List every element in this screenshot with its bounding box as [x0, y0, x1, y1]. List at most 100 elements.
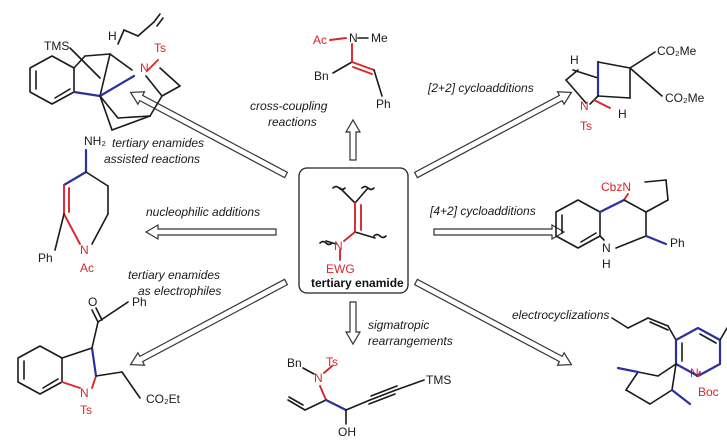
bond [149, 95, 163, 117]
bond [645, 199, 669, 213]
bond [161, 85, 181, 97]
atom-nh2: NH₂ [84, 134, 106, 148]
label-electrocyclizations: electrocyclizations [512, 308, 609, 322]
arrow-assisted [129, 91, 289, 179]
atom-tms: TMS [44, 39, 69, 53]
bond [623, 199, 647, 213]
bond [324, 398, 348, 412]
product-nucleophilic: NH₂ Ph N Ac [38, 134, 109, 275]
atom-h: H [618, 107, 627, 121]
label-nucleophilic: nucleophilic additions [146, 205, 260, 219]
bond [42, 378, 59, 389]
bond [98, 74, 136, 98]
center-c-n-bond [343, 231, 356, 242]
bond [598, 198, 626, 214]
bond [91, 321, 99, 349]
bond [351, 61, 375, 71]
bond [647, 317, 669, 327]
bond [287, 399, 306, 411]
bond [649, 389, 673, 405]
atom-h: H [570, 53, 579, 67]
bond [109, 53, 133, 71]
bond [85, 171, 109, 187]
label-sigmatropic-1: sigmatropic [368, 318, 429, 332]
atom-h: H [602, 257, 611, 271]
bond [329, 37, 347, 41]
atom-n: N [314, 371, 323, 385]
reaction-arrows [129, 91, 573, 366]
atom-o: O [88, 295, 97, 309]
bond [304, 399, 327, 411]
bond [616, 366, 640, 374]
bond [597, 95, 631, 99]
bond [91, 309, 99, 323]
label-assisted-1: tertiary enamides [112, 136, 204, 150]
atom-n: N [80, 243, 89, 257]
center-box: N EWG tertiary enamide [298, 167, 409, 294]
bond [153, 13, 161, 23]
bond [671, 363, 677, 391]
bond [697, 371, 701, 377]
center-n-atom: N [334, 239, 343, 253]
bond [159, 67, 181, 87]
bond [593, 99, 611, 109]
atom-tms: TMS [426, 373, 451, 387]
label-cycloaddition-4-2: [4+2] cycloadditions [429, 204, 536, 218]
atom-n: N [580, 99, 589, 113]
atom-me: Me [371, 31, 388, 45]
bond [369, 389, 397, 401]
atom-cbzn: CbzN [601, 180, 631, 194]
bond [332, 61, 353, 74]
bond [649, 321, 669, 331]
bond [623, 193, 629, 201]
bond [665, 179, 669, 201]
arrow-electrophiles [129, 278, 289, 366]
label-electrophiles-1: tertiary enamides [128, 268, 220, 282]
atom-ts: Ts [326, 355, 338, 369]
bond [319, 385, 327, 401]
product-cycloaddition-2-2: H CO₂Me CO₂Me H N Ts [565, 44, 705, 133]
bond [99, 95, 113, 131]
bond [644, 179, 667, 183]
bond [137, 21, 155, 37]
atom-ph: Ph [376, 97, 391, 111]
bond [627, 317, 649, 329]
atom-ester: CO₂Et [146, 392, 181, 406]
bond [323, 365, 333, 374]
bond [117, 29, 125, 45]
bond [597, 61, 631, 69]
bond [288, 396, 304, 406]
bond [97, 301, 129, 323]
atom-ac: Ac [313, 33, 327, 47]
atom-n: N [602, 241, 611, 255]
bond [61, 347, 93, 359]
center-box-frame [298, 167, 409, 294]
arrow-electrocyclizations [413, 278, 573, 366]
atom-ester: CO₂Me [665, 91, 705, 105]
bond [629, 67, 663, 97]
atom-ester: CO₂Me [657, 44, 697, 58]
bond [72, 90, 102, 98]
label-electrophiles-2: as electrophiles [138, 284, 221, 298]
bond [644, 234, 668, 246]
bond [373, 69, 383, 97]
bond [91, 375, 97, 389]
bond [637, 371, 659, 377]
bond [84, 53, 111, 57]
bond [611, 317, 629, 329]
bond [599, 235, 605, 241]
label-cross-coupling-2: reactions [268, 115, 317, 129]
bond [147, 59, 159, 71]
bond [123, 29, 139, 37]
product-electrocyclizations: N Boc [611, 317, 727, 406]
bond [73, 55, 86, 69]
center-ewg: EWG [326, 262, 355, 276]
center-bond [354, 231, 376, 239]
bond [657, 363, 677, 377]
atom-ts: Ts [580, 119, 592, 133]
bond [580, 232, 597, 243]
label-cycloaddition-2-2: [2+2] cycloadditions [427, 81, 534, 95]
bond [90, 346, 98, 378]
product-assisted: TMS H Ts N [29, 13, 181, 131]
